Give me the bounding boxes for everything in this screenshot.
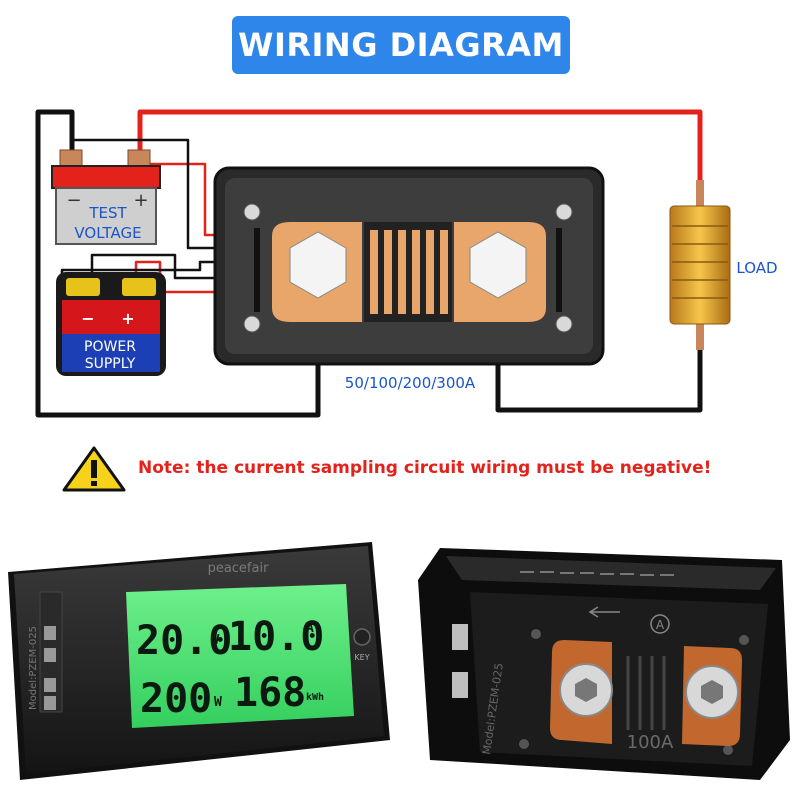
load-resistor: LOAD	[669, 180, 778, 350]
meter-key-button	[353, 628, 371, 646]
battery-power-minus: −	[81, 309, 94, 328]
meter-energy-unit: kWh	[306, 692, 324, 703]
meter-front-photo: Model:PZEM-025 peacefair 20.0 V 10.0 A 2…	[8, 542, 390, 780]
meter-energy: 168	[234, 670, 306, 716]
battery-test-voltage: − + TEST VOLTAGE	[51, 149, 161, 245]
meter-key-label: KEY	[354, 653, 369, 662]
meter-model-text: Model:PZEM-025	[28, 626, 39, 710]
warning-note: Note: the current sampling circuit wirin…	[60, 440, 780, 496]
ammeter-symbol: A	[656, 618, 665, 632]
shunt-bolt-left	[289, 231, 347, 299]
meter-power-unit: W	[214, 695, 222, 710]
wire-black-outer	[35, 109, 321, 418]
meter-voltage-unit: V	[212, 633, 220, 648]
battery-test-plus: +	[133, 190, 148, 211]
shunt-module: 50/100/200/300A	[213, 166, 605, 392]
meter-current: 10.0	[228, 614, 324, 660]
battery-test-minus: −	[66, 190, 81, 211]
warning-note-text: Note: the current sampling circuit wirin…	[138, 458, 712, 478]
shunt-bolt-right	[469, 231, 527, 299]
wire-black-thin-1	[70, 138, 216, 250]
battery-test-line2: VOLTAGE	[74, 224, 141, 242]
wire-black-thin-2	[90, 253, 216, 280]
shunt-photo-rating: 100A	[627, 732, 674, 753]
meter-current-unit: A	[306, 621, 314, 636]
shunt-screws	[243, 203, 573, 333]
meter-power: 200	[140, 676, 212, 722]
battery-power-plus: +	[121, 309, 134, 328]
battery-power-supply: − + POWER SUPPLY	[56, 272, 166, 376]
shunt-rating-label: 50/100/200/300A	[345, 374, 476, 392]
meter-brand: peacefair	[208, 561, 270, 576]
battery-power-line2: SUPPLY	[85, 356, 136, 372]
shunt-back-photo: A Model:PZEM-025 100A	[418, 548, 790, 780]
wire-red-main	[137, 109, 703, 200]
load-label: LOAD	[736, 259, 777, 277]
ammeter-symbol-circle	[650, 614, 670, 634]
meter-voltage: 20.0	[136, 618, 232, 664]
warning-icon	[62, 446, 126, 492]
diagram-title: WIRING DIAGRAM	[232, 16, 570, 74]
meter-lcd	[126, 584, 354, 728]
battery-power-line1: POWER	[84, 339, 136, 355]
shunt-copper-fins	[370, 230, 448, 314]
battery-test-line1: TEST	[88, 204, 127, 222]
